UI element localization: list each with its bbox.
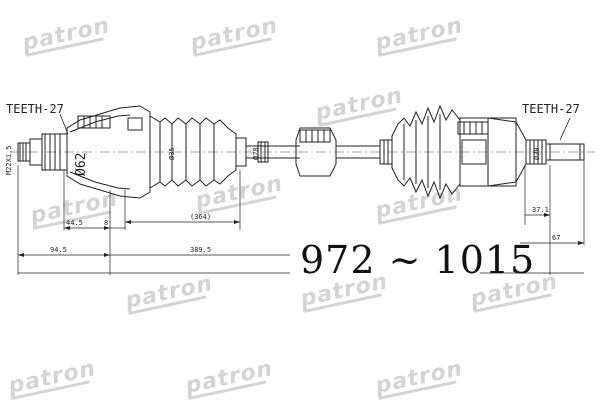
dim-37-1: 37.1 [532,206,549,214]
dim-67: 67 [552,234,561,242]
outer-cv-joint [66,105,151,199]
dimension-arrows [18,213,584,257]
dim-44-5: 44.5 [66,219,83,227]
dim-364: (364) [190,213,212,221]
teeth-label-left: TEETH-27 [6,102,64,116]
diameter-35-label: Ø35 [168,147,176,160]
leader-right [559,117,571,141]
dim-8: 8 [104,219,109,227]
overall-length-range: 972 ~ 1015 [300,238,536,282]
inner-tripod-joint [457,117,585,187]
diameter-28-label: Ø28 [252,147,260,160]
diameter-62-label: Ø62 [74,152,89,176]
diameter-30-label: Ø30 [533,147,541,160]
left-stub-axle [17,133,68,171]
left-boot [149,115,247,189]
dim-94-5: 94.5 [50,246,67,254]
dim-389-5: 389.5 [190,246,212,254]
main-shaft [246,127,393,177]
leader-left [59,113,69,135]
teeth-label-right: TEETH-27 [522,102,580,116]
thread-label: M22X1.5 [5,145,13,175]
